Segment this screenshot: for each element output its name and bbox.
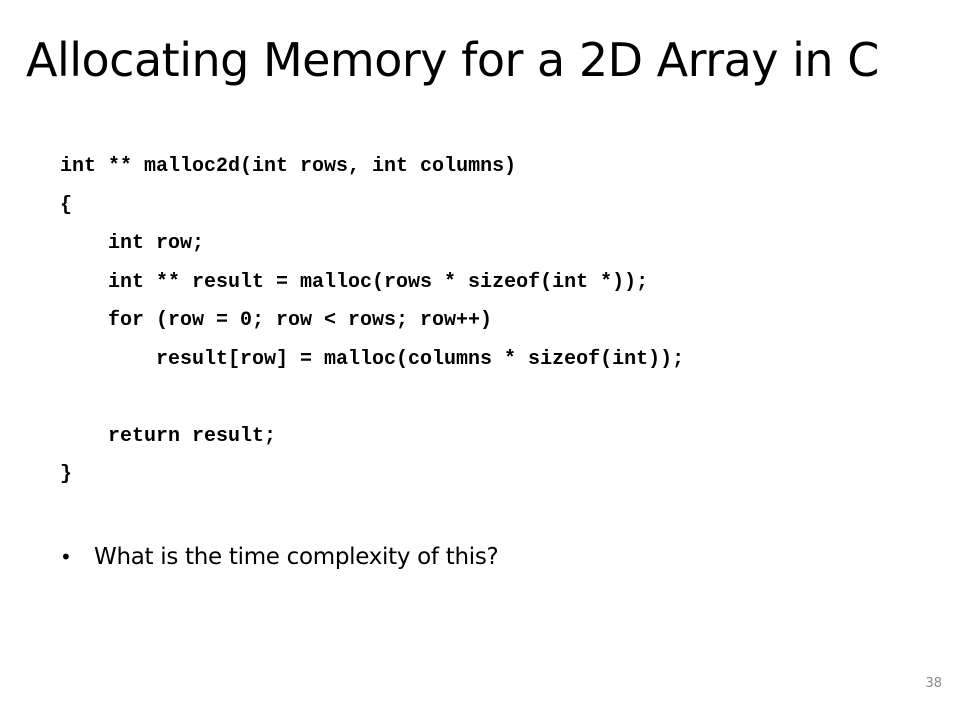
code-line — [60, 379, 684, 418]
code-line: int ** malloc2d(int rows, int columns) — [60, 155, 517, 178]
bullet-item: • What is the time complexity of this? — [60, 537, 499, 577]
code-line: { — [60, 193, 73, 217]
bullet-icon: • — [60, 545, 72, 569]
code-block: int ** malloc2d(int rows, int columns) {… — [60, 148, 684, 495]
bullet-text: What is the time complexity of this? — [94, 544, 499, 570]
code-line: for (row = 0; row < rows; row++) — [108, 309, 493, 332]
slide-title: Allocating Memory for a 2D Array in C — [26, 33, 879, 87]
code-line: result[row] = malloc(columns * sizeof(in… — [156, 347, 685, 371]
page-number: 38 — [925, 676, 942, 691]
code-line: int row; — [108, 232, 205, 255]
code-line: } — [60, 463, 73, 486]
code-line: int ** result = malloc(rows * sizeof(int… — [108, 270, 649, 294]
code-line: return result; — [108, 424, 277, 448]
